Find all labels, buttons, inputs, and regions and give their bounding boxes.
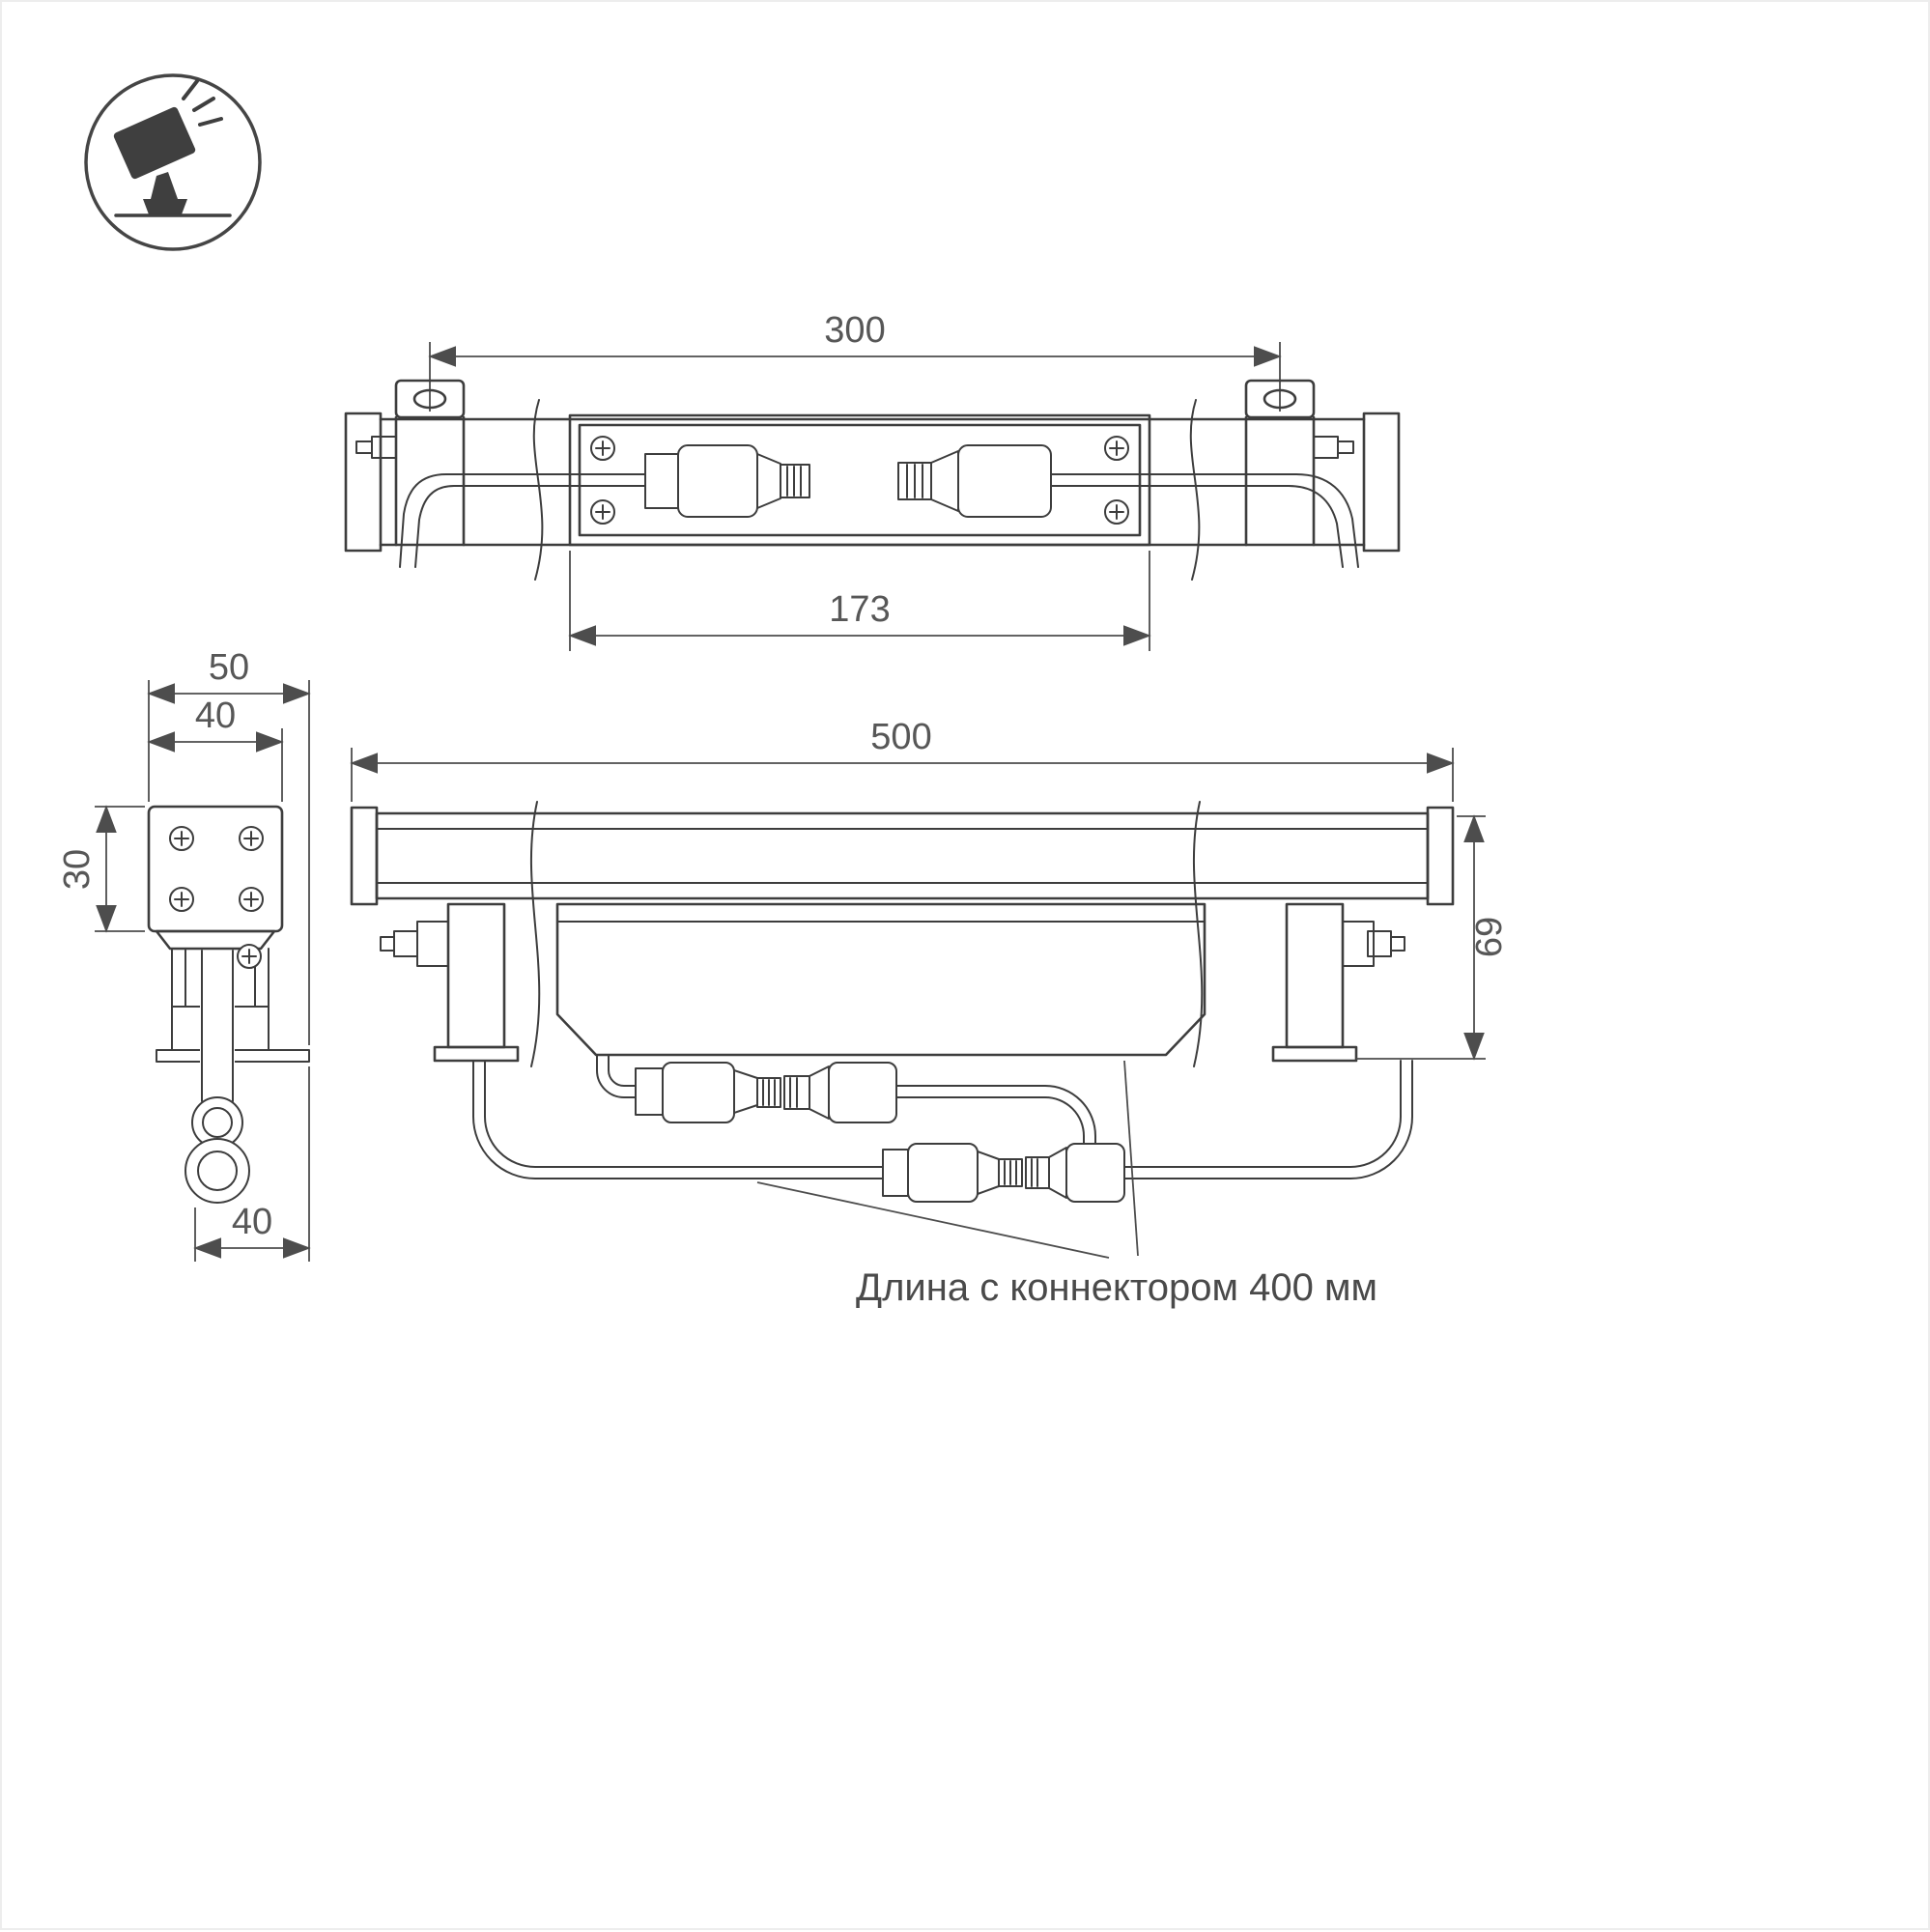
cable-connectors-top <box>399 444 1359 568</box>
screw-icon <box>168 886 195 913</box>
top-view: 300 <box>344 310 1401 651</box>
side-view: 500 <box>350 717 1510 1309</box>
screw-icon <box>238 825 265 852</box>
dim-mounting-spacing: 300 <box>428 310 1282 412</box>
end-view-cable-connector <box>184 950 250 1204</box>
product-type-icon <box>84 73 262 251</box>
dim-label-overall-height: 69 <box>1469 917 1510 957</box>
dim-label-window-length: 173 <box>829 589 890 630</box>
pivot-knob-icon <box>237 944 262 969</box>
screw-icon <box>168 825 195 852</box>
floodlight-head-icon <box>113 106 196 180</box>
mounting-bracket-left-side <box>380 902 520 1063</box>
top-view-body <box>344 412 1401 553</box>
dim-body-width: 40 <box>147 696 284 802</box>
dim-overall-length: 500 <box>350 717 1455 802</box>
dim-label-body-height: 30 <box>57 849 98 890</box>
side-view-housing <box>555 902 1206 1057</box>
floodlight-stem-icon <box>151 172 178 199</box>
break-line <box>532 399 544 581</box>
connector-pair-middle <box>635 1062 897 1123</box>
side-view-tube <box>350 806 1455 906</box>
break-line <box>529 801 541 1067</box>
note-leaders <box>756 1060 1139 1259</box>
mounting-bracket-left-top <box>355 379 466 547</box>
light-ray-icon <box>198 117 223 127</box>
screw-icon <box>1103 435 1130 462</box>
screw-icon <box>589 435 616 462</box>
dim-window-length: 173 <box>568 551 1151 651</box>
break-line <box>1192 801 1204 1067</box>
light-ray-icon <box>182 79 199 100</box>
cable-loops-side <box>472 1054 1413 1179</box>
screw-icon <box>1103 498 1130 526</box>
dim-overall-height: 69 <box>1356 814 1510 1061</box>
connector-pair-lower <box>882 1143 1125 1203</box>
mounting-bracket-right-side <box>1271 902 1405 1063</box>
end-view: 50 40 30 <box>57 647 311 1262</box>
dim-bracket-depth: 40 <box>193 1066 311 1262</box>
cable-length-note: Длина с коннектором 400 мм <box>856 1266 1377 1309</box>
icon-circle <box>84 73 262 251</box>
floodlight-base-icon <box>143 199 187 214</box>
screw-icon <box>589 498 616 526</box>
mounting-bracket-right-top <box>1244 379 1354 547</box>
dim-body-height: 30 <box>57 805 145 933</box>
end-view-body <box>147 805 284 951</box>
dim-label-bracket-depth: 40 <box>232 1202 272 1242</box>
dim-label-body-width: 40 <box>195 696 236 736</box>
dim-label-overall-width: 50 <box>209 647 249 688</box>
dim-label-mounting-spacing: 300 <box>824 310 885 351</box>
break-line <box>1189 399 1201 581</box>
dim-label-overall-length: 500 <box>870 717 931 757</box>
screw-icon <box>238 886 265 913</box>
light-ray-icon <box>192 97 215 112</box>
